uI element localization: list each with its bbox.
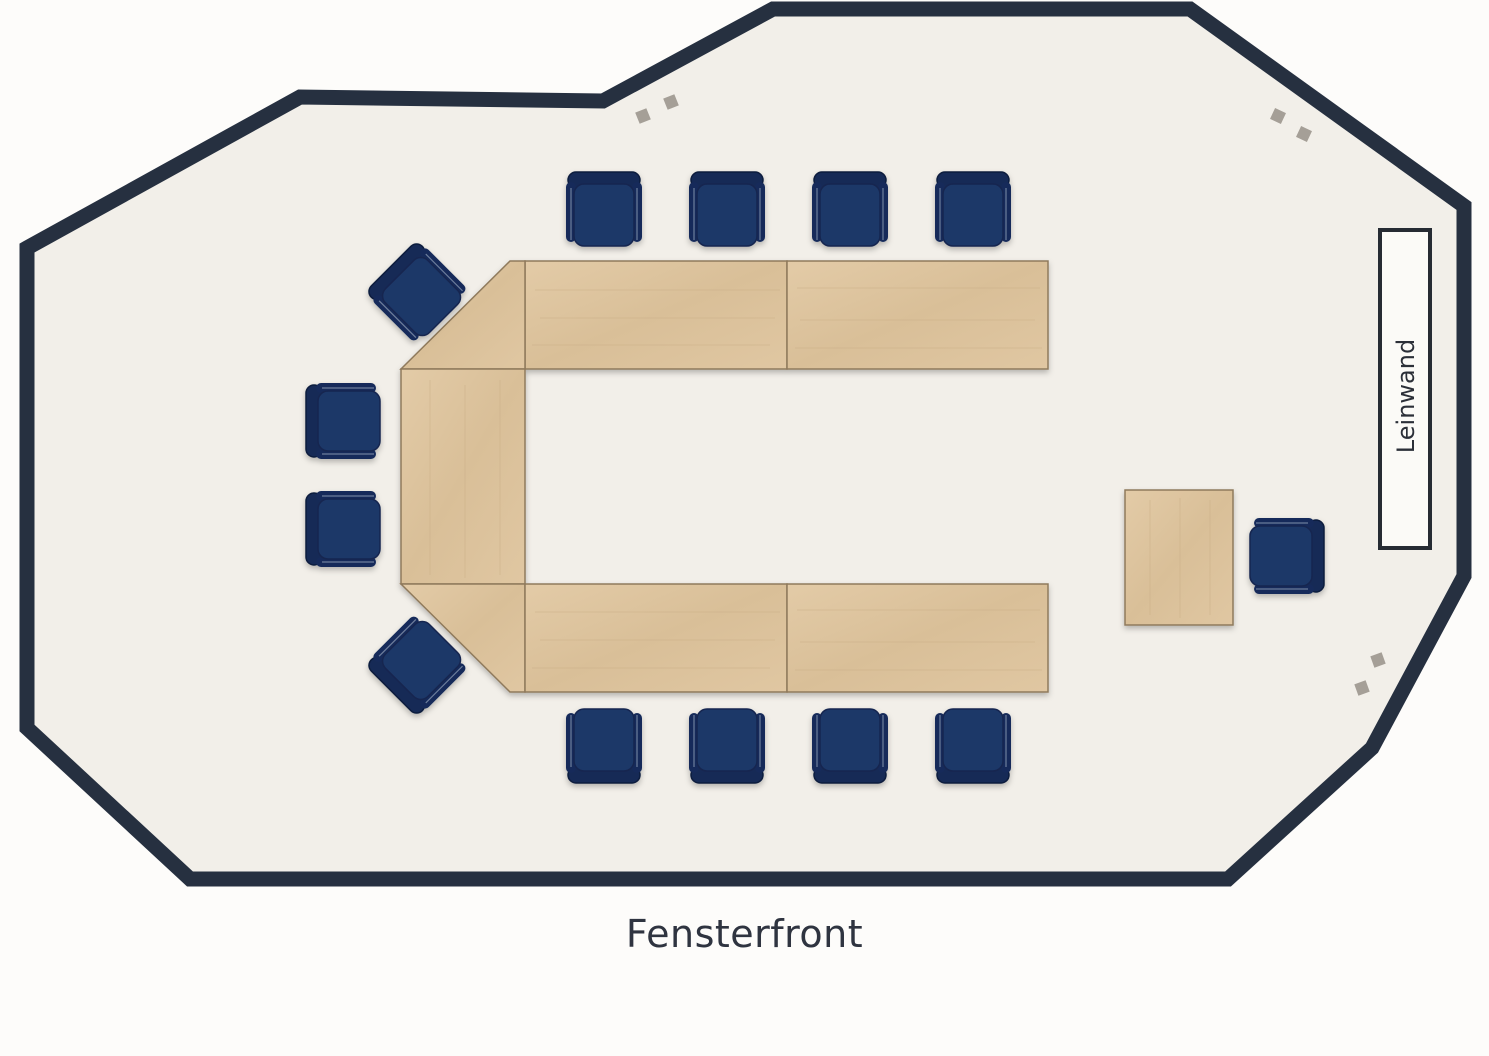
chair-bottom-3 — [811, 708, 889, 784]
chair-bottom-4 — [934, 708, 1012, 784]
screen-label: Leinwand — [1392, 339, 1420, 453]
table-top-2 — [786, 260, 1049, 370]
chair-left-2 — [305, 490, 381, 568]
chair-presenter — [1249, 517, 1325, 595]
table-left — [400, 368, 526, 585]
chair-top-2 — [688, 171, 766, 247]
chair-bottom-2 — [688, 708, 766, 784]
table-top-1 — [524, 260, 788, 370]
chair-top-3 — [811, 171, 889, 247]
chair-left-1 — [305, 382, 381, 460]
wall-fixtures — [635, 94, 1386, 696]
table-bottom-1 — [524, 583, 788, 693]
u-shaped-table — [399, 260, 1049, 693]
chair-bottom-1 — [565, 708, 643, 784]
window-front-label: Fensterfront — [625, 912, 864, 956]
chair-top-4 — [934, 171, 1012, 247]
table-bottom-2 — [786, 583, 1049, 693]
projection-screen: Leinwand — [1378, 228, 1432, 550]
presenter-table — [1124, 489, 1234, 626]
chair-top-1 — [565, 171, 643, 247]
